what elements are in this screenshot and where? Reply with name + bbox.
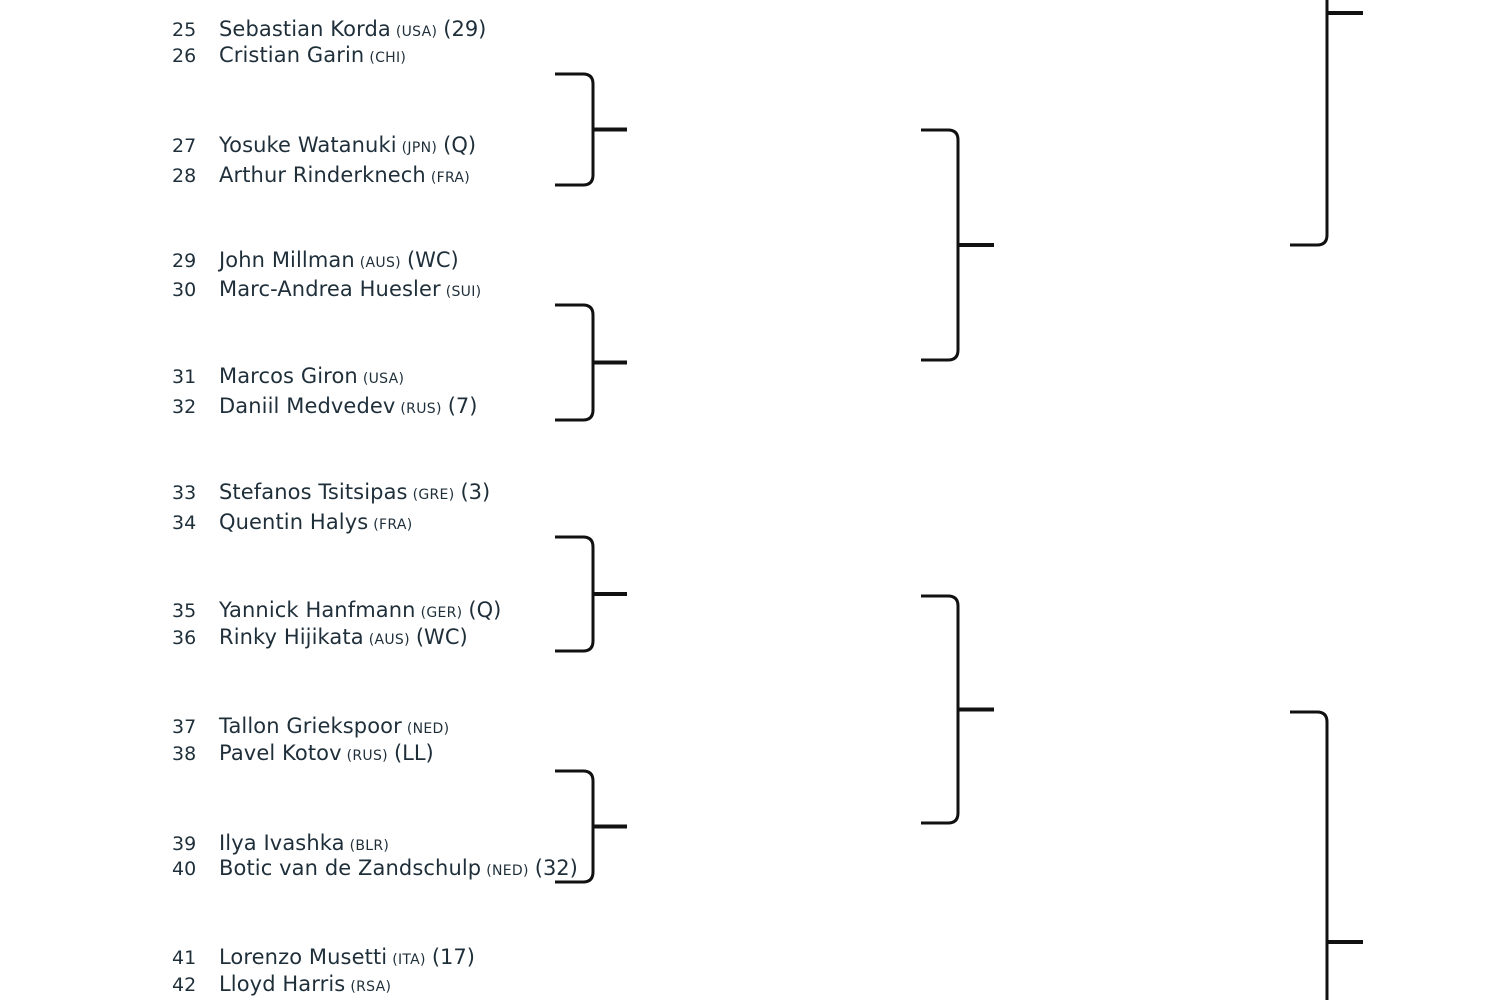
r4-bracket	[1290, 710, 1329, 1000]
player-row: 34 Quentin Halys (FRA)	[172, 510, 413, 538]
r2-bracket	[555, 303, 595, 422]
draw-position: 34	[172, 512, 197, 534]
player-name: Daniil Medvedev	[219, 394, 396, 418]
player-seeding: (WC)	[406, 248, 459, 272]
player-row: 41 Lorenzo Musetti (ITA) (17)	[172, 945, 475, 973]
player-country: (SUI)	[445, 284, 482, 300]
player-seeding: (3)	[460, 480, 491, 504]
player-country: (FRA)	[373, 517, 413, 533]
r2-bracket	[555, 535, 595, 653]
player-country: (JPN)	[401, 140, 438, 156]
player-row: 31 Marcos Giron (USA)	[172, 364, 404, 392]
draw-position: 30	[172, 279, 197, 301]
player-country: (GER)	[420, 605, 463, 621]
player-country: (RUS)	[346, 748, 388, 764]
draw-position: 28	[172, 165, 197, 187]
player-country: (AUS)	[368, 632, 410, 648]
player-row: 25 Sebastian Korda (USA) (29)	[172, 17, 486, 45]
draw-position: 38	[172, 743, 197, 765]
draw-position: 31	[172, 366, 197, 388]
player-seeding: (17)	[431, 945, 475, 969]
player-name: Lloyd Harris	[219, 972, 346, 996]
draw-position: 33	[172, 482, 197, 504]
player-country: (ITA)	[392, 952, 426, 968]
player-name: Lorenzo Musetti	[219, 945, 388, 969]
player-seeding: (32)	[534, 856, 578, 880]
player-name: Tallon Griekspoor	[219, 714, 402, 738]
player-name: Yannick Hanfmann	[219, 598, 416, 622]
player-row: 27 Yosuke Watanuki (JPN) (Q)	[172, 133, 476, 161]
draw-position: 32	[172, 396, 197, 418]
player-row: 38 Pavel Kotov (RUS) (LL)	[172, 741, 434, 769]
draw-position: 35	[172, 600, 197, 622]
player-country: (AUS)	[359, 255, 401, 271]
player-row: 29 John Millman (AUS) (WC)	[172, 248, 459, 276]
r2-bracket	[555, 72, 595, 187]
player-row: 42 Lloyd Harris (RSA)	[172, 972, 391, 1000]
player-row: 32 Daniil Medvedev (RUS) (7)	[172, 394, 477, 422]
player-name: Sebastian Korda	[219, 17, 391, 41]
player-name: Marc-Andrea Huesler	[219, 277, 441, 301]
player-seeding: (WC)	[415, 625, 468, 649]
player-row: 35 Yannick Hanfmann (GER) (Q)	[172, 598, 501, 626]
draw-position: 40	[172, 858, 197, 880]
player-seeding: (LL)	[393, 741, 434, 765]
player-country: (GRE)	[412, 487, 455, 503]
player-row: 39 Ilya Ivashka (BLR)	[172, 831, 389, 859]
player-row: 40 Botic van de Zandschulp (NED) (32)	[172, 856, 578, 884]
player-row: 36 Rinky Hijikata (AUS) (WC)	[172, 625, 468, 653]
player-seeding: (7)	[447, 394, 478, 418]
r4-bracket	[1290, 0, 1329, 247]
draw-position: 42	[172, 974, 197, 996]
player-country: (NED)	[406, 721, 450, 737]
player-seeding: (Q)	[443, 133, 477, 157]
draw-position: 41	[172, 947, 197, 969]
player-name: Ilya Ivashka	[219, 831, 345, 855]
player-country: (USA)	[362, 371, 405, 387]
player-name: Quentin Halys	[219, 510, 369, 534]
draw-position: 27	[172, 135, 197, 157]
player-country: (RUS)	[400, 401, 442, 417]
r3-bracket	[921, 128, 960, 362]
player-name: Pavel Kotov	[219, 741, 342, 765]
player-name: Marcos Giron	[219, 364, 358, 388]
player-name: John Millman	[219, 248, 355, 272]
player-country: (FRA)	[430, 170, 471, 186]
player-country: (CHI)	[369, 50, 407, 66]
player-name: Rinky Hijikata	[219, 625, 364, 649]
draw-position: 37	[172, 716, 197, 738]
draw-position: 25	[172, 19, 197, 41]
player-name: Yosuke Watanuki	[219, 133, 397, 157]
draw-position: 26	[172, 45, 197, 67]
player-seeding: (Q)	[468, 598, 502, 622]
player-country: (USA)	[395, 24, 438, 40]
player-country: (RSA)	[350, 979, 392, 995]
draw-position: 39	[172, 833, 197, 855]
player-row: 33 Stefanos Tsitsipas (GRE) (3)	[172, 480, 490, 508]
draw-position: 36	[172, 627, 197, 649]
r3-bracket	[921, 594, 960, 825]
player-country: (NED)	[486, 863, 529, 879]
player-name: Arthur Rinderknech	[219, 163, 426, 187]
player-row: 26 Cristian Garin (CHI)	[172, 43, 406, 71]
draw-position: 29	[172, 250, 197, 272]
player-country: (BLR)	[349, 838, 390, 854]
player-seeding: (29)	[443, 17, 487, 41]
player-name: Stefanos Tsitsipas	[219, 480, 408, 504]
player-row: 37 Tallon Griekspoor (NED)	[172, 714, 449, 742]
player-name: Cristian Garin	[219, 43, 365, 67]
player-name: Botic van de Zandschulp	[219, 856, 482, 880]
player-row: 28 Arthur Rinderknech (FRA)	[172, 163, 470, 191]
player-row: 30 Marc-Andrea Huesler (SUI)	[172, 277, 481, 305]
